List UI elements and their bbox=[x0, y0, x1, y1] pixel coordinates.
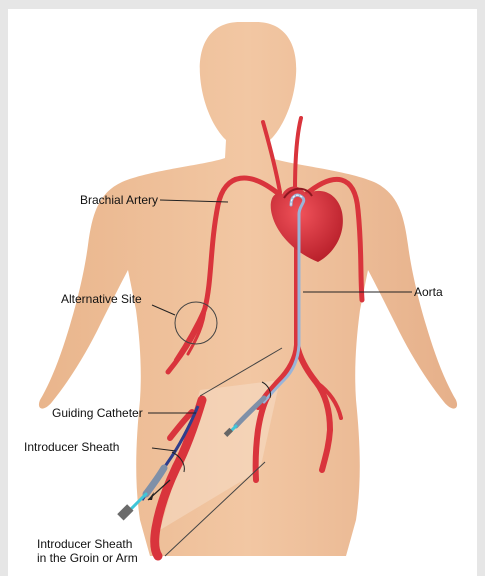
label-brachial-artery: Brachial Artery bbox=[80, 193, 158, 207]
label-introducer-sheath-site-line2: in the Groin or Arm bbox=[37, 551, 138, 565]
label-guiding-catheter: Guiding Catheter bbox=[52, 406, 143, 420]
label-introducer-sheath-site-line1: Introducer Sheath bbox=[37, 537, 138, 551]
label-alternative-site: Alternative Site bbox=[61, 292, 142, 306]
label-introducer-sheath: Introducer Sheath bbox=[24, 440, 119, 454]
label-introducer-sheath-site: Introducer Sheath in the Groin or Arm bbox=[37, 537, 138, 565]
label-aorta: Aorta bbox=[414, 285, 443, 299]
body-silhouette bbox=[39, 22, 457, 556]
